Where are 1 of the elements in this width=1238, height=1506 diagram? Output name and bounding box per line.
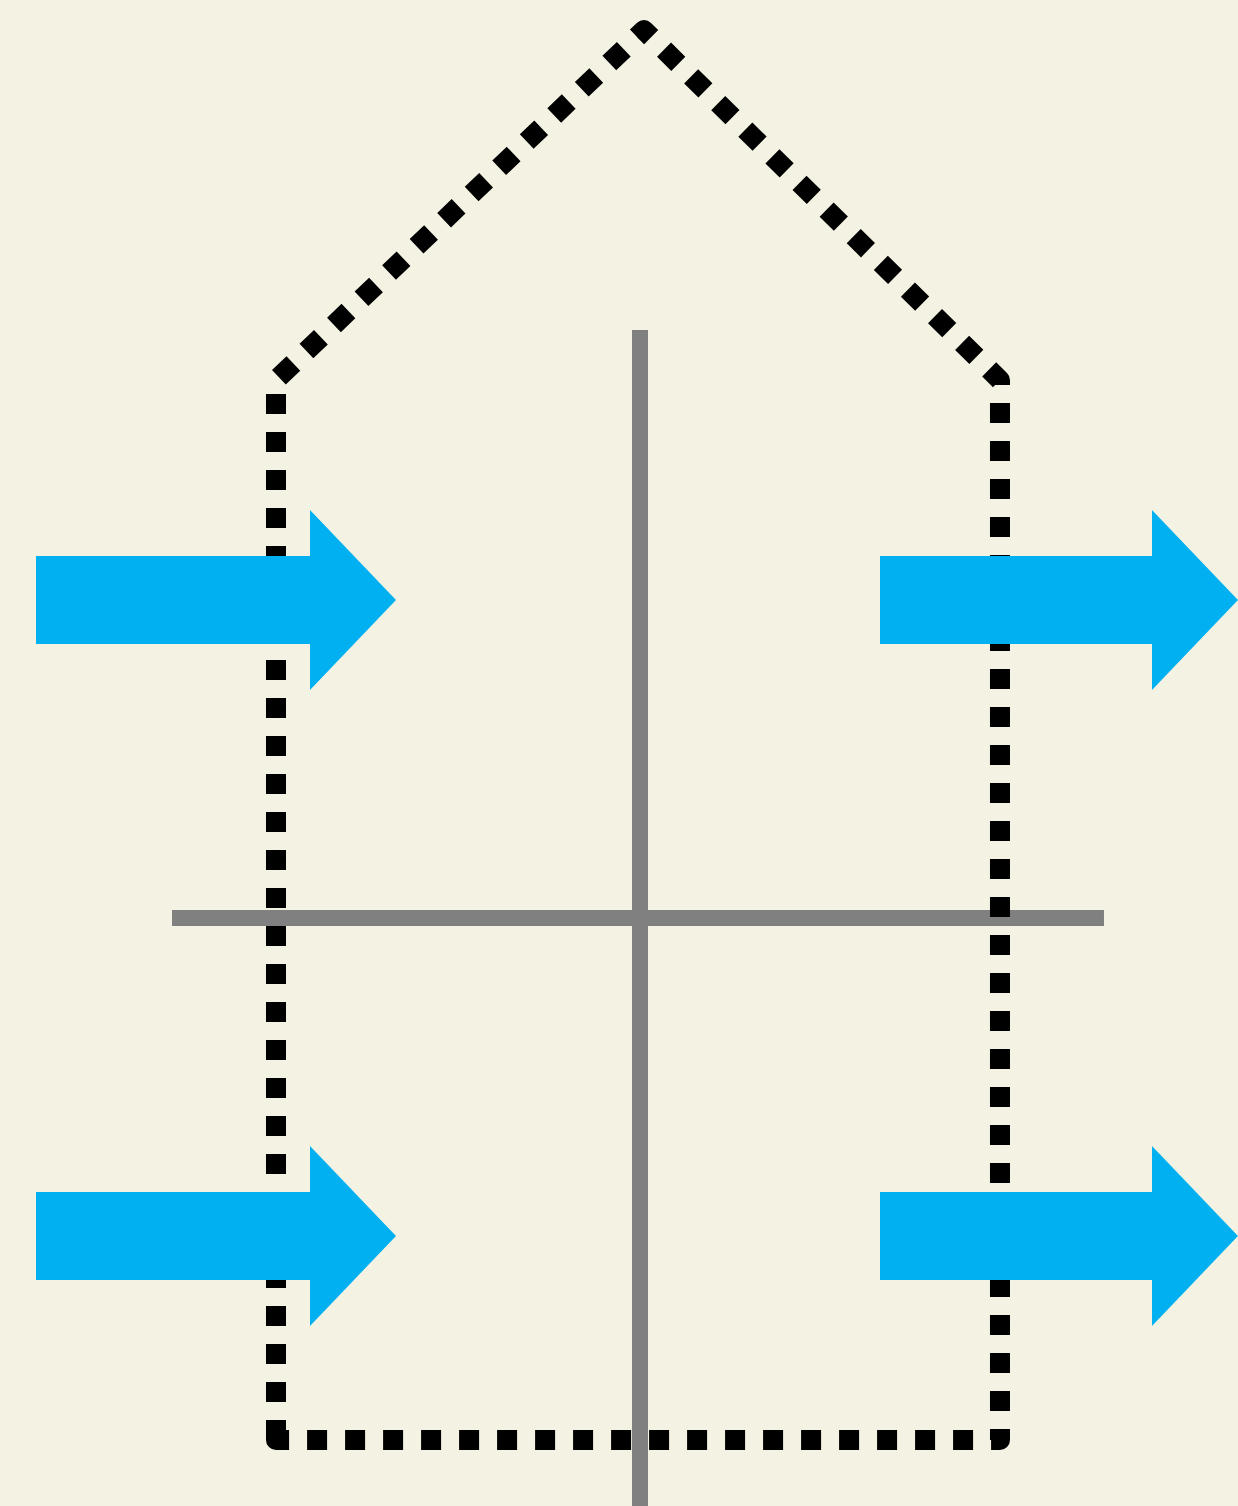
house-outline [266, 20, 1010, 1450]
